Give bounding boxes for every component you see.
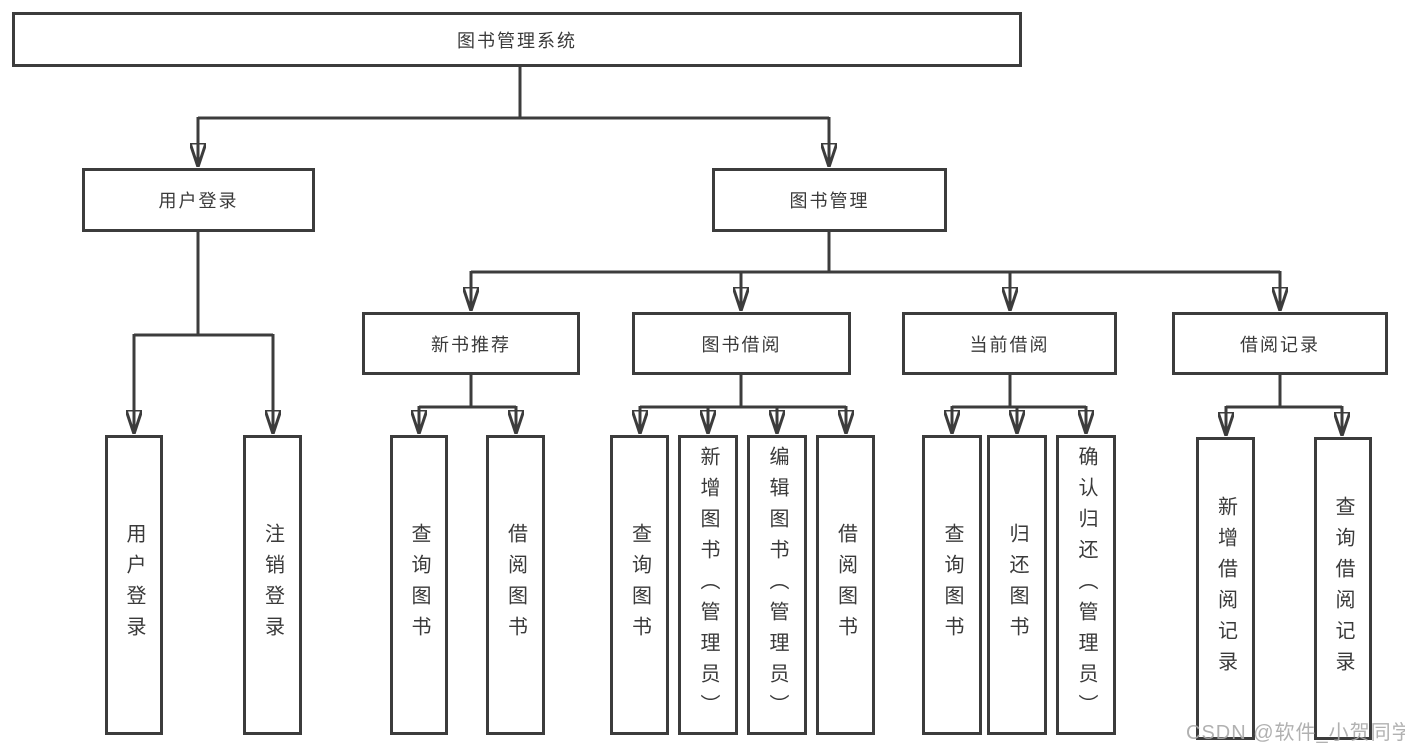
leaf-add-borrow-record: 新增借阅记录 <box>1196 437 1255 740</box>
leaf-query-books-2: 查询图书 <box>610 435 669 735</box>
node-library-system: 图书管理系统 <box>12 12 1022 67</box>
node-book-borrow: 图书借阅 <box>632 312 851 375</box>
node-new-book-recommend: 新书推荐 <box>362 312 580 375</box>
leaf-confirm-return-admin: 确认归还（管理员） <box>1056 435 1116 735</box>
node-user-login: 用户登录 <box>82 168 315 232</box>
watermark-text: CSDN @软件_小贺同学 <box>1186 722 1405 744</box>
node-book-management: 图书管理 <box>712 168 947 232</box>
node-current-borrow: 当前借阅 <box>902 312 1117 375</box>
connector-trunks <box>134 67 1342 409</box>
leaf-user-login: 用户登录 <box>105 435 163 735</box>
leaf-query-books-1: 查询图书 <box>390 435 448 735</box>
leaf-return-books: 归还图书 <box>987 435 1047 735</box>
leaf-query-books-3: 查询图书 <box>922 435 982 735</box>
leaf-edit-books-admin: 编辑图书（管理员） <box>747 435 807 735</box>
leaf-logout: 注销登录 <box>243 435 302 735</box>
node-borrow-records: 借阅记录 <box>1172 312 1388 375</box>
leaf-borrow-books-2: 借阅图书 <box>816 435 875 735</box>
leaf-borrow-books-1: 借阅图书 <box>486 435 545 735</box>
leaf-query-borrow-record: 查询借阅记录 <box>1314 437 1372 740</box>
leaf-add-books-admin: 新增图书（管理员） <box>678 435 738 735</box>
